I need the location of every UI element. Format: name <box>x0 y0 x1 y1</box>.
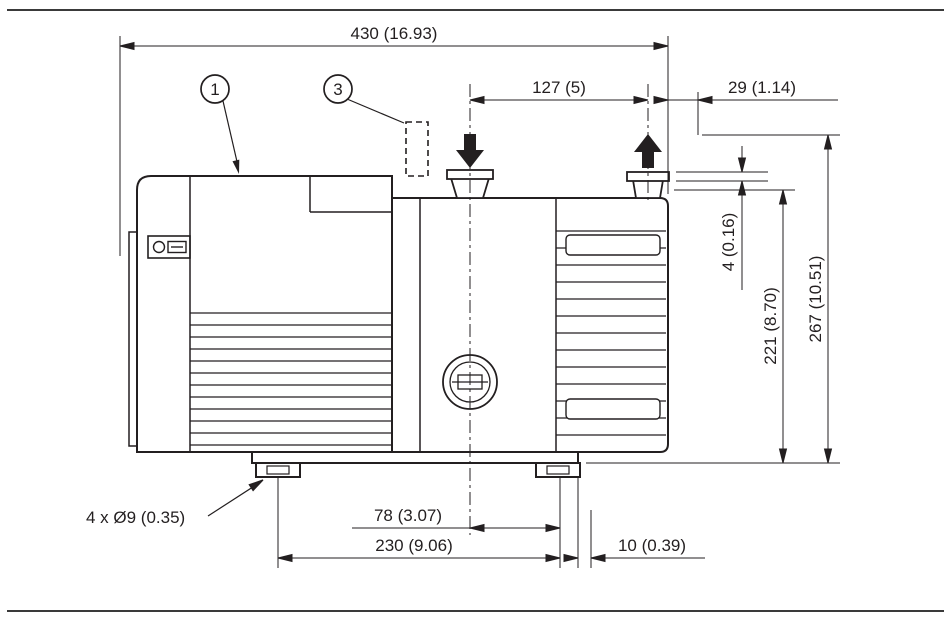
dimension-inlet-height <box>674 189 795 464</box>
dimension-base-edge-offset <box>563 478 705 568</box>
base-plate <box>251 451 579 464</box>
right-foot-slot <box>546 465 570 475</box>
dimension-overall-height <box>586 134 840 464</box>
right-foot <box>535 462 581 478</box>
left-foot <box>255 462 301 478</box>
dim-flange-height-label: 4 (0.16) <box>719 213 738 272</box>
dim-overall-height-label: 267 (10.51) <box>806 256 825 343</box>
dimension-right-offset <box>653 92 838 135</box>
switch-rocker <box>167 240 187 254</box>
dimension-centerline-to-foot <box>352 478 561 568</box>
dim-inlet-height-label: 221 (8.70) <box>761 287 780 365</box>
upper-label-plate <box>565 234 661 256</box>
left-foot-slot <box>266 465 290 475</box>
balloon-3 <box>323 74 405 124</box>
switch-off-symbol <box>152 240 166 254</box>
dimension-overall-length <box>119 36 669 256</box>
dim-mounting-holes-label: 4 x Ø9 (0.35) <box>86 508 185 527</box>
flow-arrows <box>456 134 662 168</box>
dim-base-edge-offset-label: 10 (0.39) <box>618 536 686 555</box>
dim-right-offset-label: 29 (1.14) <box>728 78 796 97</box>
dimension-foot-centers <box>277 478 561 568</box>
motor-rear-panel <box>128 231 137 447</box>
pump-module <box>391 197 669 453</box>
dim-foot-centers-label: 230 (9.06) <box>375 536 453 555</box>
motor-cooling-fins <box>190 312 392 446</box>
mounting-holes-callout <box>207 479 264 517</box>
balloon-1-label: 1 <box>210 80 219 99</box>
dimension-flange-height <box>676 146 768 290</box>
dim-port-centers-label: 127 (5) <box>532 78 586 97</box>
dashed-accessory-outline <box>405 121 429 177</box>
lower-label-plate <box>565 398 661 420</box>
balloon-1 <box>200 74 240 174</box>
dim-centerline-to-foot-label: 78 (3.07) <box>374 506 442 525</box>
dimension-port-centers <box>469 95 649 105</box>
motor-assembly <box>128 175 393 453</box>
centerlines <box>469 84 649 535</box>
balloon-3-label: 3 <box>333 80 342 99</box>
dim-overall-length-label: 430 (16.93) <box>351 24 438 43</box>
motor-outline <box>136 175 393 453</box>
base-and-feet <box>251 451 581 478</box>
power-switch <box>147 235 191 259</box>
